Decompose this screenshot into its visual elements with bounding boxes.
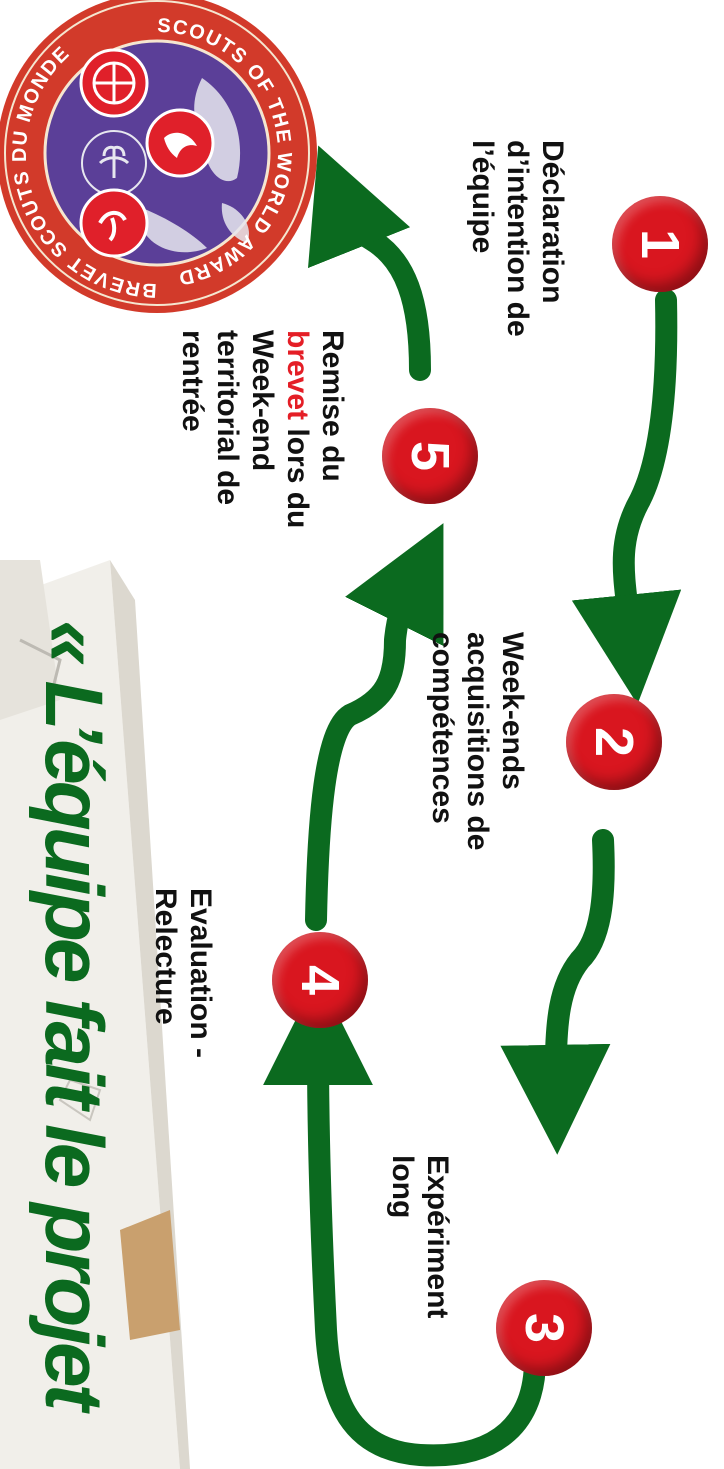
step-1-badge: 1 — [612, 196, 708, 292]
step-3-badge: 3 — [496, 1280, 592, 1376]
brevet-highlight: brevet — [281, 330, 314, 420]
step-5-label: Remise du brevet lors du Week-end territ… — [175, 330, 350, 528]
step-2-badge: 2 — [566, 694, 662, 790]
arrow-2-to-3 — [556, 840, 604, 1080]
arrow-1-to-2 — [624, 300, 667, 630]
scouts-of-the-world-award-badge: SCOUTS OF THE WORLD AWARD BREVET SCOUTS … — [0, 0, 322, 318]
slogan-text: « L’équipe fait le projet — [28, 620, 118, 1407]
step-2-label: Week-ends acquisitions de compétences — [425, 632, 530, 850]
step-4-label: Evaluation - Relecture — [148, 888, 218, 1058]
arrow-4-to-5 — [316, 590, 410, 920]
step-4-badge: 4 — [272, 932, 368, 1028]
step-1-label: Déclaration d’intention de l’équipe — [465, 140, 570, 337]
arrow-5-to-badge — [346, 215, 420, 370]
step-5-badge: 5 — [382, 408, 478, 504]
step-3-label: Expériment long — [385, 1155, 455, 1318]
